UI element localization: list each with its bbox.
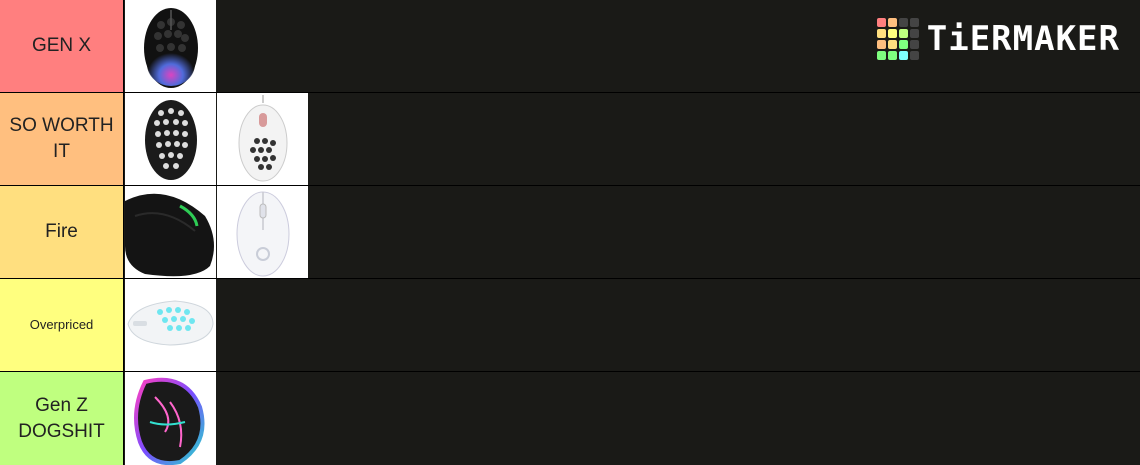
logo-square xyxy=(876,29,886,38)
logo-square xyxy=(887,29,897,38)
tier-label[interactable]: SO WORTH IT xyxy=(0,93,124,185)
logo-text: TiERMAKER xyxy=(926,19,1120,59)
tier-items[interactable] xyxy=(124,279,1140,371)
mouse-image xyxy=(134,377,205,465)
logo-square xyxy=(898,40,908,49)
mouse-item-black-honeycomb[interactable] xyxy=(125,93,216,185)
mouse-item-white-logitech[interactable] xyxy=(217,186,308,278)
logo-square xyxy=(876,51,886,60)
tier-row-overpriced: Overpriced xyxy=(0,279,1140,371)
logo-square xyxy=(909,40,919,49)
tier-row-fire: Fire xyxy=(0,186,1140,278)
tier-items[interactable] xyxy=(124,372,1140,465)
mouse-item-black-ergonomic[interactable] xyxy=(125,186,216,278)
tier-row-gen-z-dogshit: Gen Z DOGSHIT xyxy=(0,372,1140,465)
mouse-item-white-wireless[interactable] xyxy=(125,279,216,371)
mouse-image xyxy=(144,8,198,88)
tier-label[interactable]: Overpriced xyxy=(0,279,124,371)
tier-label[interactable]: Fire xyxy=(0,186,124,278)
logo-square xyxy=(876,18,886,27)
logo-square xyxy=(909,29,919,38)
mouse-image xyxy=(125,193,214,277)
logo-square xyxy=(898,51,908,60)
logo-square xyxy=(887,18,897,27)
mouse-image xyxy=(127,300,214,346)
tier-row-gen-x: GEN X xyxy=(0,0,1140,92)
mouse-image xyxy=(238,95,288,182)
logo-square xyxy=(909,51,919,60)
logo-grid-icon xyxy=(876,18,919,60)
mouse-image xyxy=(145,100,197,180)
logo-square xyxy=(898,29,908,38)
tier-row-so-worth-it: SO WORTH IT xyxy=(0,93,1140,185)
tier-items[interactable] xyxy=(124,186,1140,278)
logo-square xyxy=(887,40,897,49)
mouse-item-white-honeycomb[interactable] xyxy=(217,93,308,185)
logo-square xyxy=(909,18,919,27)
logo-square xyxy=(898,18,908,27)
tier-items[interactable] xyxy=(124,0,1140,92)
tier-items[interactable] xyxy=(124,93,1140,185)
tier-label[interactable]: Gen Z DOGSHIT xyxy=(0,372,124,465)
logo-square xyxy=(876,40,886,49)
mouse-image xyxy=(236,191,290,277)
mouse-item-black-rgb[interactable] xyxy=(125,0,216,92)
mouse-item-rgb-gaming[interactable] xyxy=(125,372,216,465)
tiermaker-logo[interactable]: TiERMAKER xyxy=(876,18,1120,60)
logo-square xyxy=(887,51,897,60)
tier-label[interactable]: GEN X xyxy=(0,0,124,92)
